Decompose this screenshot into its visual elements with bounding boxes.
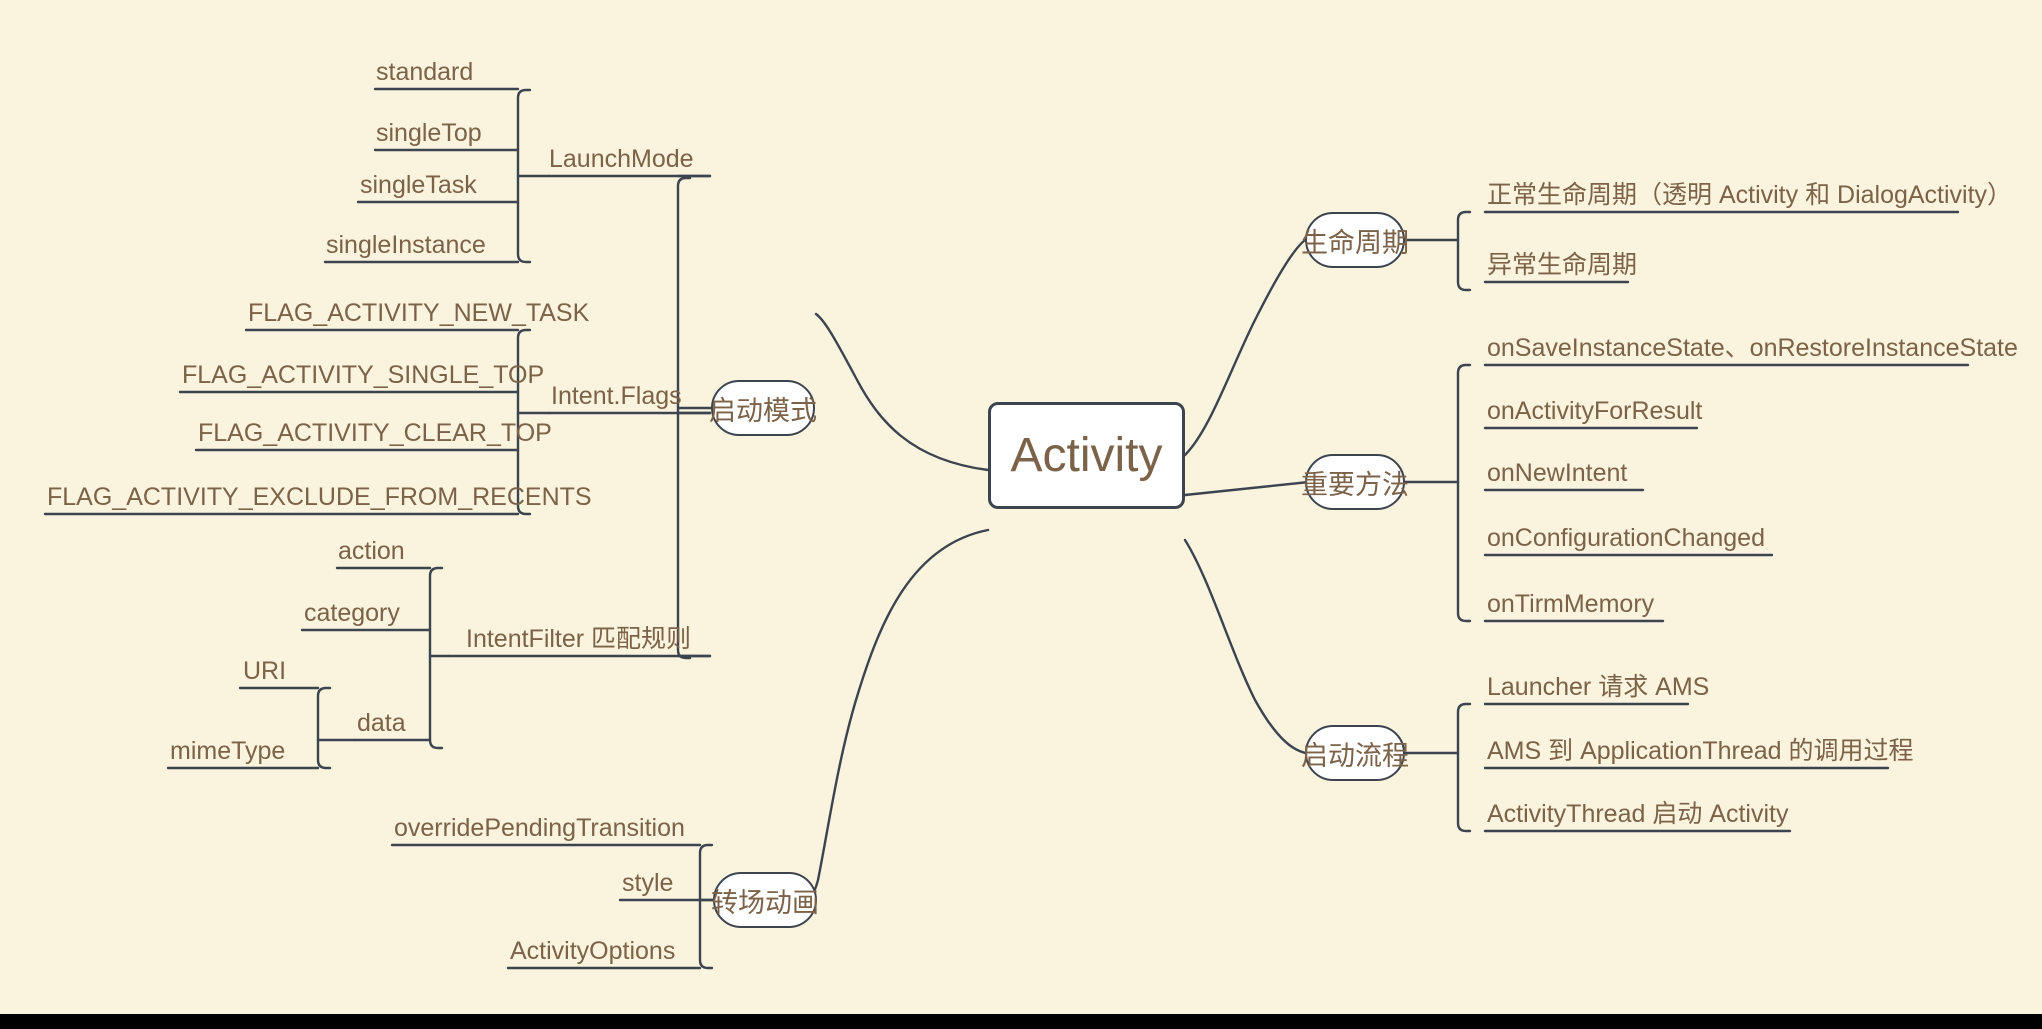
branch-node-label: 生命周期 [1301,227,1409,258]
leaf-activitythread-start-activity[interactable]: ActivityThread 启动 Activity [1487,800,1789,828]
leaf-flag-new-task[interactable]: FLAG_ACTIVITY_NEW_TASK [248,299,590,327]
leaf-abnormal-lifecycle[interactable]: 异常生命周期 [1487,251,1638,279]
branch-node-shengmingzhouqi[interactable]: 生命周期 [1301,212,1409,268]
branch-node-label: 启动流程 [1301,740,1409,771]
branch-node-zhongyaofangfa[interactable]: 重要方法 [1301,454,1409,510]
leaf-standard[interactable]: standard [376,58,474,86]
leaf-flag-single-top[interactable]: FLAG_ACTIVITY_SINGLE_TOP [182,361,545,389]
branch-node-qidongliucheng[interactable]: 启动流程 [1301,725,1409,781]
group-label-intent-flags[interactable]: Intent.Flags [551,382,682,410]
leaf-action[interactable]: action [338,537,405,565]
leaf-uri[interactable]: URI [243,657,287,685]
leaf-ams-to-applicationthread[interactable]: AMS 到 ApplicationThread 的调用过程 [1487,737,1914,765]
leaf-override-pending-transition[interactable]: overridePendingTransition [394,814,685,842]
root-node-activity[interactable]: Activity [988,402,1185,509]
leaf-data[interactable]: data [357,709,406,737]
leaf-flag-clear-top[interactable]: FLAG_ACTIVITY_CLEAR_TOP [198,419,552,447]
root-node-label: Activity [1010,429,1163,482]
leaf-style[interactable]: style [622,869,674,897]
leaf-onactivityforresult[interactable]: onActivityForResult [1487,397,1703,425]
branch-node-label: 转场动画 [711,887,819,918]
leaf-singleinstance[interactable]: singleInstance [326,231,486,259]
leaf-ontirmmemory[interactable]: onTirmMemory [1487,590,1655,618]
leaf-onsaveinstancestate[interactable]: onSaveInstanceState、onRestoreInstanceSta… [1487,334,2018,362]
leaf-activityoptions[interactable]: ActivityOptions [510,937,676,965]
leaf-normal-lifecycle[interactable]: 正常生命周期（透明 Activity 和 DialogActivity） [1487,181,2013,209]
branch-node-label: 重要方法 [1301,469,1409,500]
branch-node-qidongmoshi[interactable]: 启动模式 [709,380,817,436]
group-label-intentfilter[interactable]: IntentFilter 匹配规则 [466,625,692,653]
leaf-singletop[interactable]: singleTop [376,119,482,147]
leaf-category[interactable]: category [304,599,400,627]
group-label-launchmode[interactable]: LaunchMode [549,145,694,173]
branch-node-zhuanchangdonghua[interactable]: 转场动画 [711,872,819,928]
leaf-singletask[interactable]: singleTask [360,171,477,199]
leaf-flag-exclude-recents[interactable]: FLAG_ACTIVITY_EXCLUDE_FROM_RECENTS [47,483,592,511]
leaf-onnewintent[interactable]: onNewIntent [1487,459,1628,487]
bottom-bar [0,1014,2042,1029]
leaf-mimetype[interactable]: mimeType [170,737,286,765]
leaf-onconfigurationchanged[interactable]: onConfigurationChanged [1487,524,1765,552]
branch-node-label: 启动模式 [709,395,817,426]
leaf-launcher-request-ams[interactable]: Launcher 请求 AMS [1487,673,1710,701]
